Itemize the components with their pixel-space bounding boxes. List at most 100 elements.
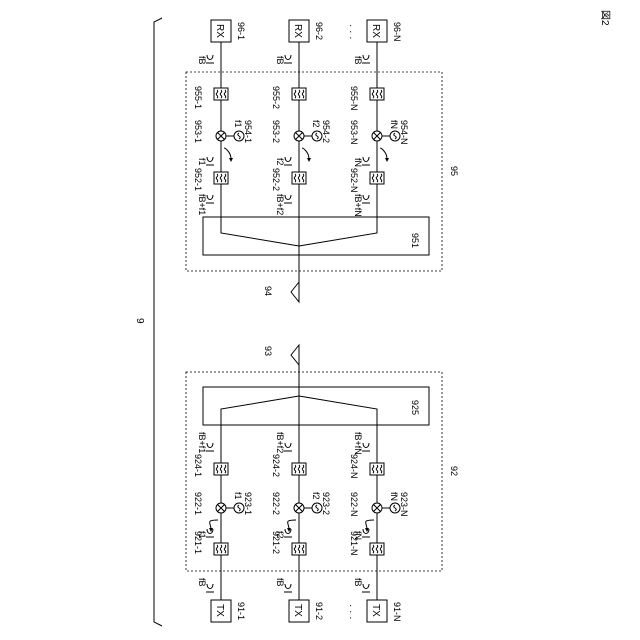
- tx-mixer-label: 922-N: [349, 492, 359, 517]
- rx-lo-label: 954-N: [399, 120, 409, 145]
- rx-lo-freq: fN: [389, 120, 399, 129]
- rx-channel-2: RX96-2fB955-2953-2f2954-2f2952-2fB+f2: [271, 20, 331, 217]
- rx-mixer-label: 953-1: [193, 120, 203, 143]
- tx-input-freq: fB: [197, 578, 207, 587]
- tx-mixer: [294, 503, 304, 513]
- tx-signal-arrow: [209, 520, 218, 532]
- tx-channel-2: TX91-2fB921-2f2922-2f2923-2924-2fB+f2: [271, 425, 331, 622]
- rx-label: 96-N: [392, 22, 402, 42]
- tx-out-freq: f1: [197, 531, 207, 539]
- tx-channel-1: TX91-1fB921-1f1922-1f1923-1924-1fB+f1: [193, 425, 253, 622]
- rx-ellipsis: · · ·: [345, 24, 356, 40]
- tx-filter-2-label: 924-N: [349, 454, 359, 479]
- rx-box-text: RX: [214, 24, 225, 38]
- tx-lo-freq: fN: [389, 492, 399, 501]
- rx-filter-2-label: 955-2: [271, 86, 281, 109]
- rx-mid-freq: f1: [197, 158, 207, 166]
- tx-filter-2: [214, 463, 228, 475]
- tx-filter-2: [292, 463, 306, 475]
- rx-oscillator: [390, 131, 400, 141]
- tx-signal-arrow: [365, 520, 374, 532]
- rx-filter-1: [370, 172, 384, 184]
- rx-lo-freq: f2: [311, 120, 321, 128]
- tx-mixer-label: 922-2: [271, 492, 281, 515]
- tx-filter-1: [214, 543, 228, 555]
- tx-label: 91-1: [236, 602, 246, 620]
- tx-filter-2-label: 924-1: [193, 454, 203, 477]
- tx-oscillator: [234, 503, 244, 513]
- tx-group-label: 92: [449, 466, 459, 476]
- tx-mixer: [216, 503, 226, 513]
- rx-filter-1-label: 952-2: [271, 168, 281, 191]
- rx-filter-2: [292, 88, 306, 100]
- rx-mixer: [372, 131, 382, 141]
- tx-signal-arrow: [287, 520, 296, 532]
- tx-sum-freq: fB+f2: [275, 432, 285, 453]
- rx-output-freq: fB: [197, 56, 207, 65]
- tx-label: 91-N: [392, 602, 402, 622]
- rx-filter-2: [214, 88, 228, 100]
- rx-mixer: [216, 131, 226, 141]
- rx-output-freq: fB: [353, 56, 363, 65]
- tx-filter-2: [370, 463, 384, 475]
- tx-oscillator: [390, 503, 400, 513]
- tx-lo-freq: f1: [233, 492, 243, 500]
- rx-signal-arrow: [302, 148, 311, 162]
- rx-signal-arrow: [380, 148, 389, 162]
- rx-label: 96-1: [236, 22, 246, 40]
- tx-out-freq: f2: [275, 531, 285, 539]
- tx-combiner-label: 925: [410, 400, 420, 415]
- tx-sum-freq: fB+f1: [197, 432, 207, 453]
- rx-mixer-label: 953-2: [271, 120, 281, 143]
- tx-box-text: TX: [370, 604, 381, 617]
- rx-mixer-label: 953-N: [349, 120, 359, 145]
- rx-mid-freq: fN: [353, 158, 363, 167]
- figure-label: 図2: [599, 10, 611, 26]
- rx-mid-freq: f2: [275, 158, 285, 166]
- tx-box-text: TX: [214, 604, 225, 617]
- rx-splitter-label: 951: [410, 233, 420, 248]
- tx-channel-N: TX91-NfB921-NfN922-NfN923-N924-NfB+fN: [349, 425, 409, 622]
- rx-output-freq: fB: [275, 56, 285, 65]
- tx-sum-freq: fB+fN: [353, 432, 363, 455]
- rx-lo-freq: f1: [233, 120, 243, 128]
- tx-lo-label: 923-2: [321, 492, 331, 515]
- rx-antenna-label: 94: [263, 286, 273, 296]
- rx-filter-2-label: 955-N: [349, 86, 359, 111]
- rx-filter-2: [370, 88, 384, 100]
- rx-oscillator: [312, 131, 322, 141]
- tx-mixer: [372, 503, 382, 513]
- system-label: 9: [134, 318, 145, 324]
- rx-filter-1: [292, 172, 306, 184]
- rx-box-text: RX: [292, 24, 303, 38]
- tx-mixer-label: 922-1: [193, 492, 203, 515]
- tx-lo-freq: f2: [311, 492, 321, 500]
- rx-oscillator: [234, 131, 244, 141]
- tx-filter-1: [292, 543, 306, 555]
- tx-input-freq: fB: [353, 578, 363, 587]
- tx-filter-2-label: 924-2: [271, 454, 281, 477]
- tx-lo-label: 923-1: [243, 492, 253, 515]
- rx-mixer: [294, 131, 304, 141]
- rx-channel-1: RX96-1fB955-1953-1f1954-1f1952-1fB+f1: [193, 20, 253, 217]
- tx-filter-1: [370, 543, 384, 555]
- rx-label: 96-2: [314, 22, 324, 40]
- rx-filter-1-label: 952-N: [349, 168, 359, 193]
- rx-sum-freq: fB+f1: [197, 194, 207, 215]
- rx-filter-1-label: 952-1: [193, 168, 203, 191]
- rx-box-text: RX: [370, 24, 381, 38]
- tx-lo-label: 923-N: [399, 492, 409, 517]
- tx-out-freq: fN: [353, 531, 363, 540]
- rx-sum-freq: fB+f2: [275, 194, 285, 215]
- tx-oscillator: [312, 503, 322, 513]
- tx-ellipsis: · · ·: [345, 604, 356, 620]
- tx-antenna: [291, 345, 299, 365]
- system-bracket: [154, 18, 162, 626]
- tx-input-freq: fB: [275, 578, 285, 587]
- rx-filter-1: [214, 172, 228, 184]
- rx-signal-arrow: [224, 148, 233, 162]
- rx-sum-freq: fB+fN: [353, 194, 363, 217]
- tx-box-text: TX: [292, 604, 303, 617]
- rx-filter-2-label: 955-1: [193, 86, 203, 109]
